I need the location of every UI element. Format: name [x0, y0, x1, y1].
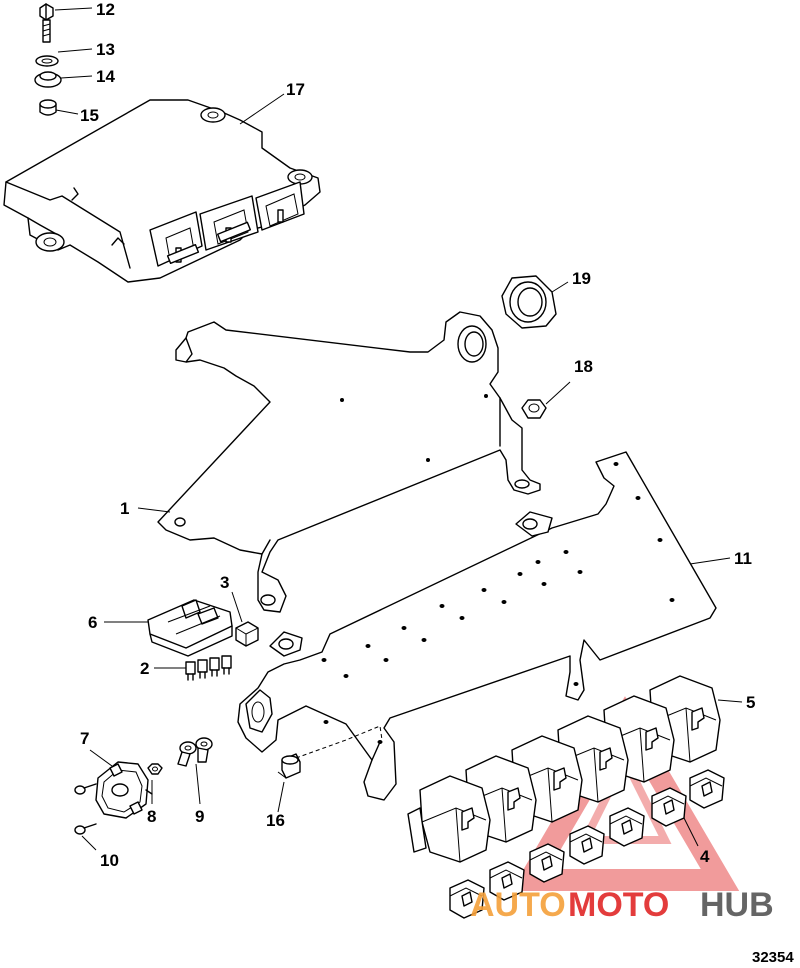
- callout-1: 1: [120, 499, 129, 518]
- jam-nut-19: [501, 275, 557, 329]
- callout-3: 3: [220, 573, 229, 592]
- watermark-auto: AUTO: [470, 886, 566, 924]
- mini-relays-4: [449, 769, 725, 919]
- mini-relay: [449, 879, 485, 919]
- relay: [419, 775, 491, 863]
- callout-11: 11: [734, 549, 752, 568]
- relays-5: [407, 675, 721, 863]
- relay: [407, 807, 427, 853]
- screw-10b: [74, 823, 97, 835]
- nut-8: [147, 763, 163, 775]
- fuse: [221, 655, 232, 675]
- mounting-plate-1: [157, 311, 541, 613]
- assembly-guide-dashed: [295, 725, 383, 759]
- callout-19: 19: [572, 269, 591, 288]
- circuit-breaker-7: [95, 761, 153, 819]
- callout-16: 16: [266, 811, 285, 830]
- fuse: [185, 661, 196, 681]
- mini-relay: [569, 825, 605, 865]
- callout-4: 4: [700, 847, 710, 866]
- callout-5: 5: [746, 693, 755, 712]
- callout-14: 14: [96, 67, 115, 86]
- clip-3: [235, 621, 259, 647]
- ecm-module-17: [3, 99, 321, 283]
- callout-10: 10: [100, 851, 119, 870]
- fuses-2: [185, 655, 232, 681]
- callout-12: 12: [96, 0, 115, 19]
- callout-6: 6: [88, 613, 97, 632]
- fuse: [209, 657, 220, 677]
- mini-relay: [489, 861, 525, 901]
- callout-17: 17: [286, 80, 305, 99]
- bracket-holes: [321, 462, 675, 744]
- watermark-moto: MOTO: [568, 886, 669, 924]
- callout-9: 9: [195, 807, 204, 826]
- terminals-9: [177, 737, 213, 767]
- fuse-holder-6: [147, 599, 233, 657]
- callout-8: 8: [147, 807, 156, 826]
- screw-10a: [74, 783, 97, 795]
- callout-labels: 12 13 14 15 17 19 18 1 11 3 6 2 5 4 7 8 …: [80, 0, 755, 870]
- mini-relay: [689, 769, 725, 809]
- callout-15: 15: [80, 106, 99, 125]
- callout-13: 13: [96, 40, 115, 59]
- spacer-15: [39, 99, 57, 116]
- nut-18: [521, 399, 547, 419]
- callout-7: 7: [80, 729, 89, 748]
- bracket-plate-11: [237, 451, 717, 801]
- callout-18: 18: [574, 357, 593, 376]
- leader-lines: [54, 7, 743, 851]
- callout-2: 2: [140, 659, 149, 678]
- stud-16: [277, 753, 301, 779]
- mini-relay: [651, 787, 687, 827]
- bolt-12: [39, 3, 54, 43]
- washer-13: [35, 55, 59, 67]
- mini-relay: [609, 807, 645, 847]
- fuse: [197, 659, 208, 679]
- watermark-text: AUTO MOTO HUB: [470, 886, 774, 924]
- drawing-number: 32354: [752, 949, 794, 966]
- grommet-14: [34, 71, 62, 88]
- watermark-hub: HUB: [700, 886, 774, 924]
- mini-relay: [529, 843, 565, 883]
